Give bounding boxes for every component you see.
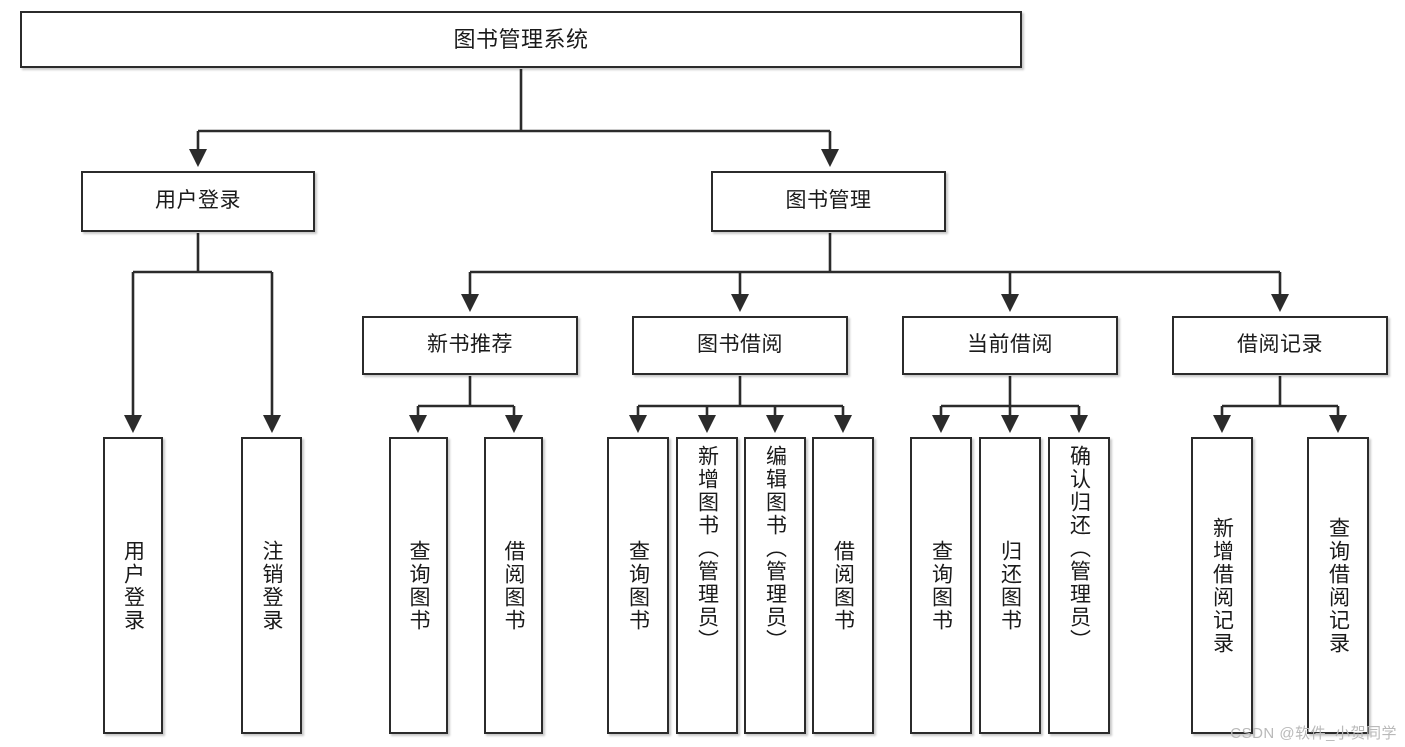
node-leaf-borrow-book-1[interactable]: 借阅图书 [484,437,543,734]
node-leaf-return-book[interactable]: 归还图书 [979,437,1041,734]
node-current-borrow-label: 当前借阅 [967,333,1053,357]
node-leaf-add-book-label: 新增图书（管理员） [695,445,719,652]
node-leaf-edit-book[interactable]: 编辑图书（管理员） [744,437,806,734]
node-leaf-borrow-book-1-label: 借阅图书 [502,539,525,632]
node-current-borrow[interactable]: 当前借阅 [902,316,1118,375]
node-leaf-query-record-label: 查询借阅记录 [1326,516,1350,655]
node-leaf-add-book[interactable]: 新增图书（管理员） [676,437,738,734]
node-root[interactable]: 图书管理系统 [20,11,1022,68]
node-leaf-confirm-return[interactable]: 确认归还（管理员） [1048,437,1110,734]
node-leaf-logout-login-label: 注销登录 [260,539,283,632]
node-new-book-recommend[interactable]: 新书推荐 [362,316,578,375]
node-leaf-query-book-3-label: 查询图书 [929,539,953,632]
node-leaf-edit-book-label: 编辑图书（管理员） [763,445,787,652]
node-leaf-borrow-book-2[interactable]: 借阅图书 [812,437,874,734]
node-leaf-query-record[interactable]: 查询借阅记录 [1307,437,1369,734]
node-leaf-query-book-1-label: 查询图书 [407,539,430,632]
node-leaf-confirm-return-label: 确认归还（管理员） [1067,445,1091,652]
node-leaf-query-book-1[interactable]: 查询图书 [389,437,448,734]
node-leaf-query-book-2-label: 查询图书 [626,539,650,632]
node-user-login-label: 用户登录 [155,189,241,213]
node-leaf-query-book-2[interactable]: 查询图书 [607,437,669,734]
node-borrow-record[interactable]: 借阅记录 [1172,316,1388,375]
node-root-label: 图书管理系统 [453,26,589,52]
node-leaf-logout-login[interactable]: 注销登录 [241,437,302,734]
node-leaf-query-book-3[interactable]: 查询图书 [910,437,972,734]
node-leaf-add-record[interactable]: 新增借阅记录 [1191,437,1253,734]
node-borrow-record-label: 借阅记录 [1237,333,1323,357]
node-leaf-add-record-label: 新增借阅记录 [1210,516,1234,655]
node-book-borrow-label: 图书借阅 [697,333,783,357]
node-new-book-recommend-label: 新书推荐 [427,333,513,357]
node-book-management-label: 图书管理 [785,189,872,213]
node-user-login[interactable]: 用户登录 [81,171,315,232]
node-leaf-return-book-label: 归还图书 [998,539,1022,632]
node-book-borrow[interactable]: 图书借阅 [632,316,848,375]
node-leaf-user-login-label: 用户登录 [121,539,145,632]
node-leaf-borrow-book-2-label: 借阅图书 [831,539,855,632]
node-leaf-user-login[interactable]: 用户登录 [103,437,163,734]
node-book-management[interactable]: 图书管理 [711,171,946,232]
